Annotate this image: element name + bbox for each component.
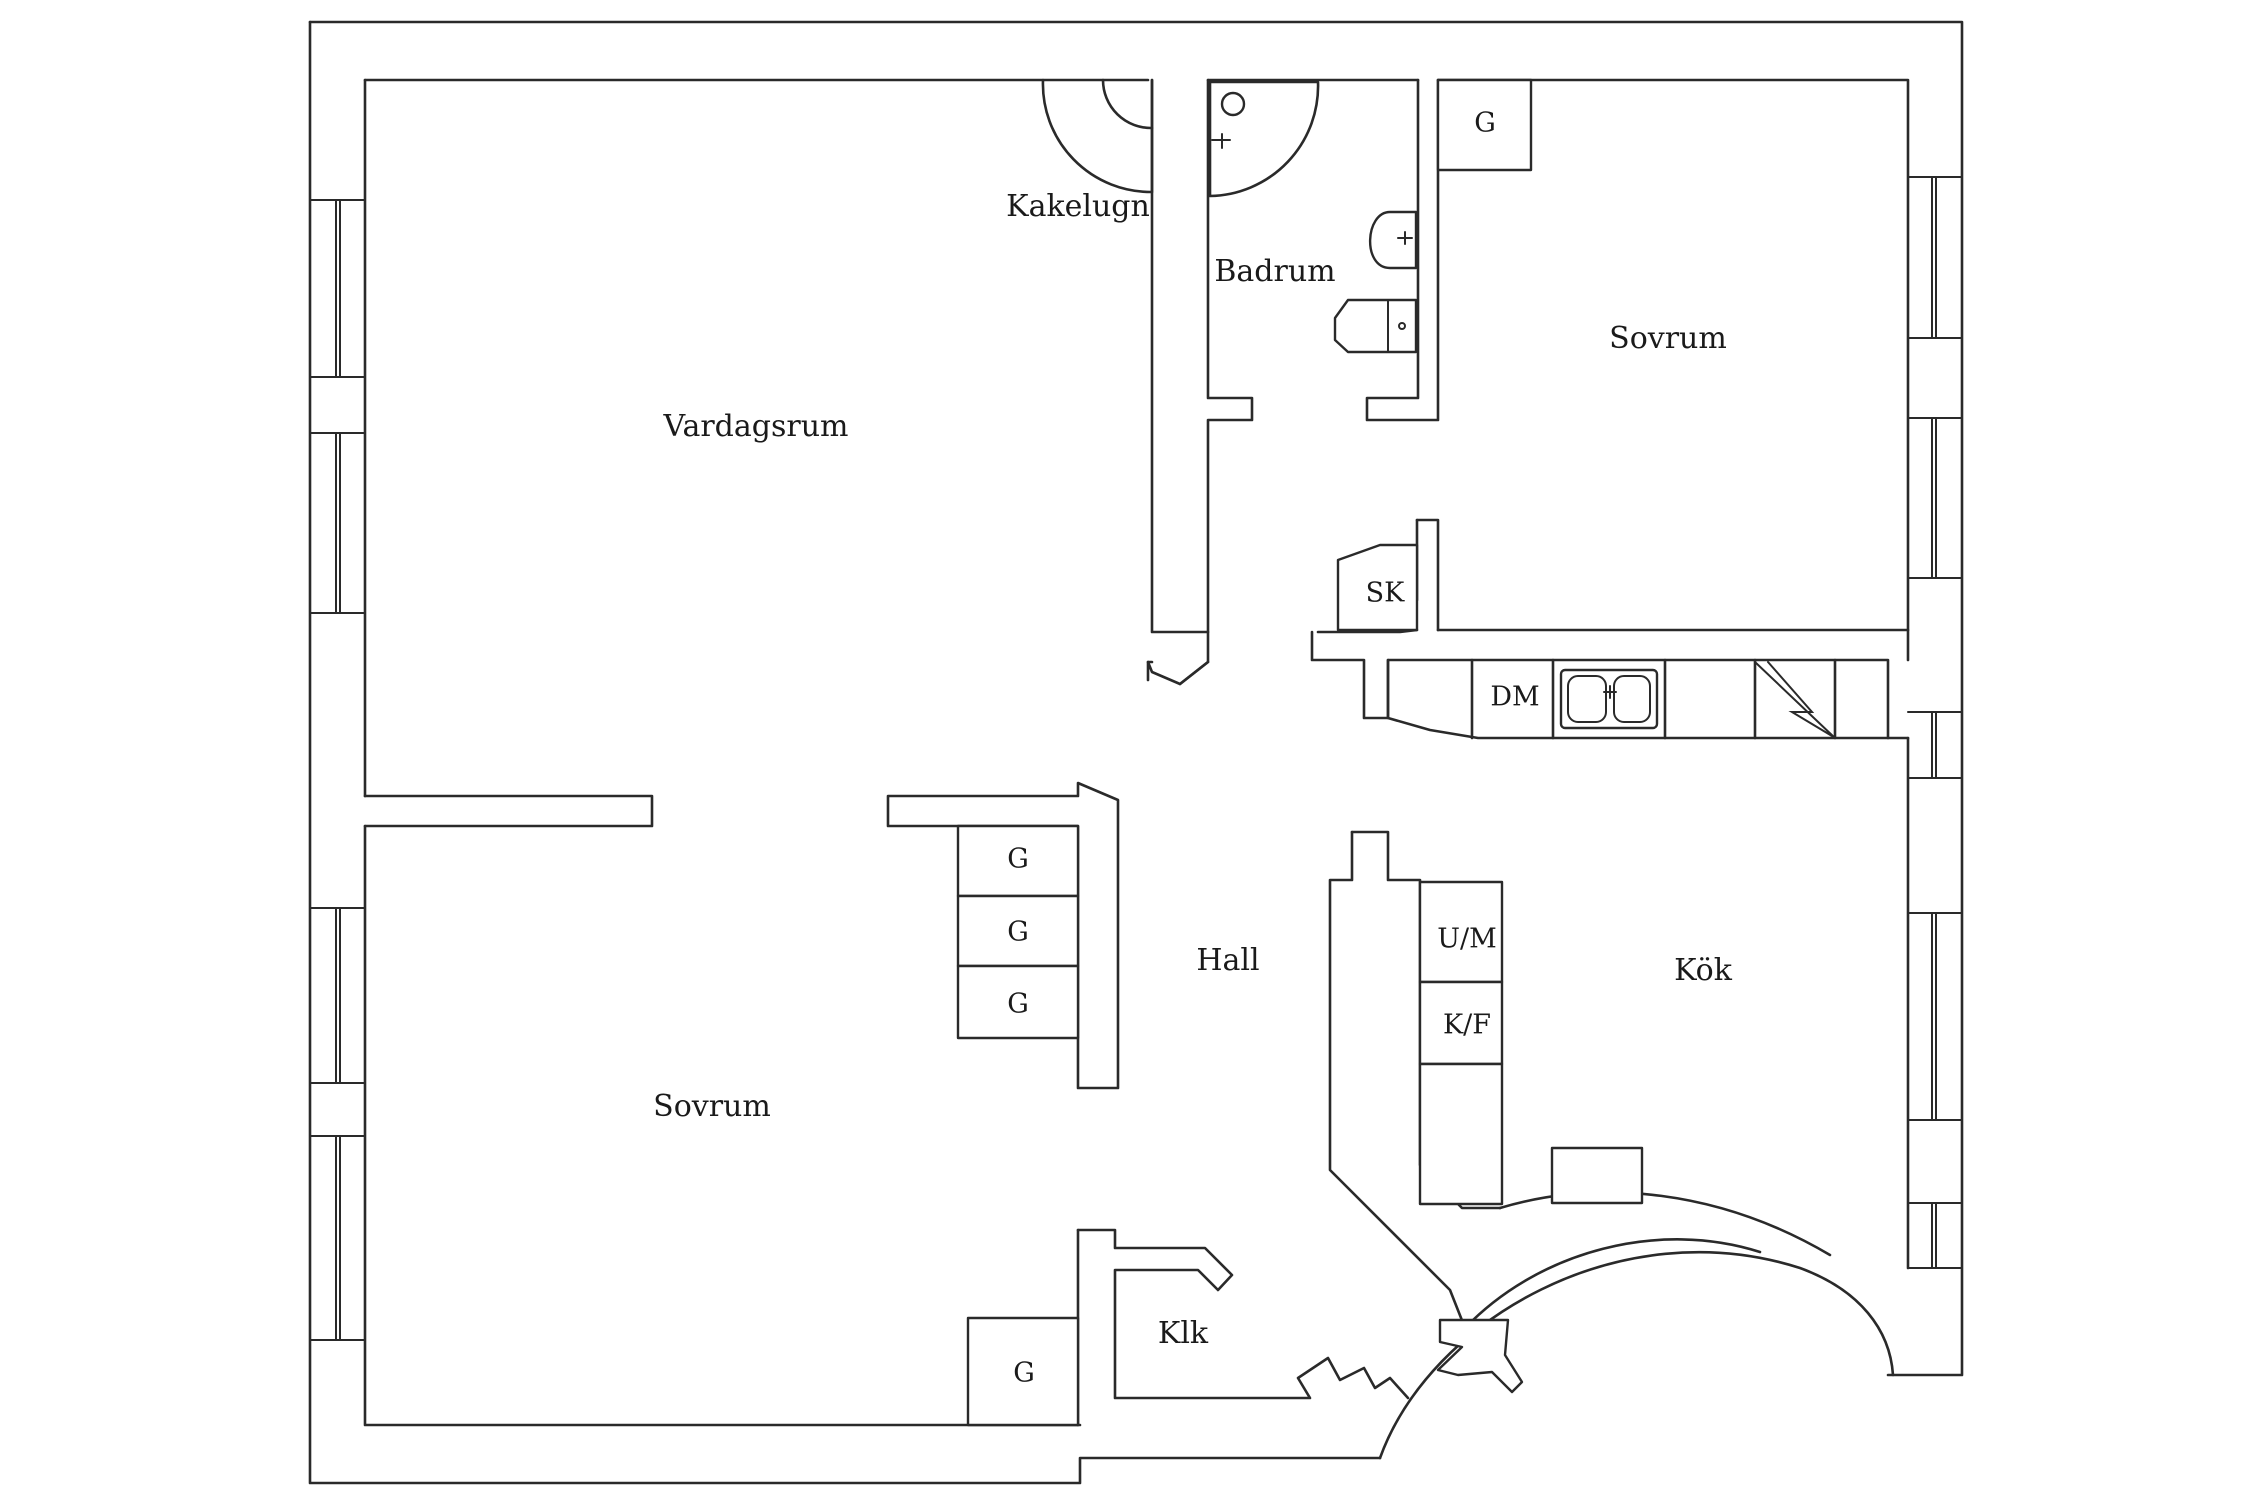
kitchen-table	[1550, 1146, 1644, 1205]
fixture-label-kf: K/F	[1443, 1010, 1491, 1041]
kakelugn-stove	[1041, 78, 1154, 194]
fixture-label-g-hall-1: G	[1007, 844, 1029, 875]
fixture-label-g-hall-3: G	[1007, 989, 1029, 1020]
interior-walls	[363, 78, 1910, 1460]
fixture-label-dm: DM	[1490, 682, 1539, 713]
wardrobe-bedroom-bottom	[966, 1316, 1080, 1427]
fixture-label-sk: SK	[1366, 578, 1405, 609]
room-label-badrum: Badrum	[1214, 254, 1335, 289]
stove-icon	[1754, 661, 1836, 739]
kitchen-cabinet-low	[1418, 1062, 1504, 1206]
fixture-label-g-bedroom-top: G	[1474, 108, 1496, 139]
sink-icon	[1559, 668, 1659, 730]
bathroom-fixtures	[1208, 80, 1418, 354]
room-label-sovrum-top: Sovrum	[1609, 321, 1727, 356]
room-label-klk: Klk	[1158, 1316, 1209, 1351]
fixture-label-g-bedroom-bottom: G	[1013, 1358, 1035, 1389]
fixture-label-um: U/M	[1437, 924, 1497, 955]
shower-drain-icon	[1220, 91, 1246, 117]
shower-tap-icon	[1211, 133, 1231, 149]
windows	[309, 176, 1963, 1341]
room-label-vardagsrum: Vardagsrum	[663, 409, 849, 444]
wardrobe-bedroom-top	[1436, 78, 1533, 172]
entrance-arrow-icon	[1436, 1318, 1524, 1394]
kf-cabinet	[1418, 980, 1504, 1066]
room-label-sovrum-bottom: Sovrum	[653, 1089, 771, 1124]
toilet-icon	[1333, 298, 1418, 354]
sk-cabinet	[1336, 543, 1419, 632]
room-label-kok: Kök	[1674, 953, 1733, 988]
cabinets	[956, 78, 1644, 1427]
washbasin-icon	[1368, 210, 1418, 270]
room-label-hall: Hall	[1196, 943, 1259, 978]
fixture-label-g-hall-2: G	[1007, 917, 1029, 948]
label-kakelugn: Kakelugn	[1006, 189, 1150, 224]
kitchen-counter	[1386, 658, 1890, 740]
wardrobe-hall-3	[956, 964, 1080, 1040]
outer-walls	[308, 20, 1964, 1485]
